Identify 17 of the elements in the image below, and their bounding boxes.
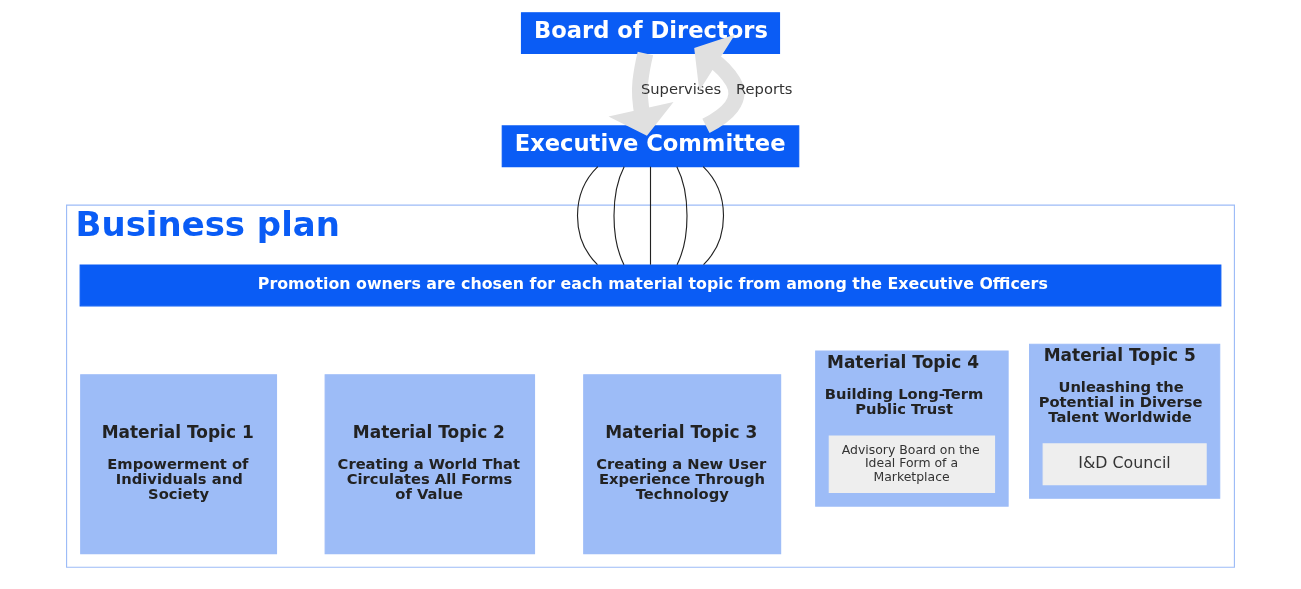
node-box: Board of Directors [520,12,781,55]
arrow [694,34,745,133]
node-box: Advisory Board on the Ideal Form of a Marketplace [828,435,996,494]
node-box: Executive Committee [501,125,800,168]
connector [702,166,725,266]
node-box: I&D Council [1042,443,1207,486]
connector [676,166,688,266]
node-box: Promotion owners are chosen for each material topic from among the Executive Officers [79,264,1222,307]
node-box: Material Topic 3 Creating a New User Experience Through Technology [583,374,782,555]
arrow [608,51,674,136]
connector [649,166,652,266]
connector [576,166,599,266]
connector [613,166,625,266]
edge-label: Supervises [640,79,722,97]
node-box: Material Topic 1 Empowerment of Individuals and Society [80,374,278,555]
edge-label: Reports [736,79,793,97]
node-box: Material Topic 2 Creating a World That Circulates All Forms of Value [324,374,536,555]
